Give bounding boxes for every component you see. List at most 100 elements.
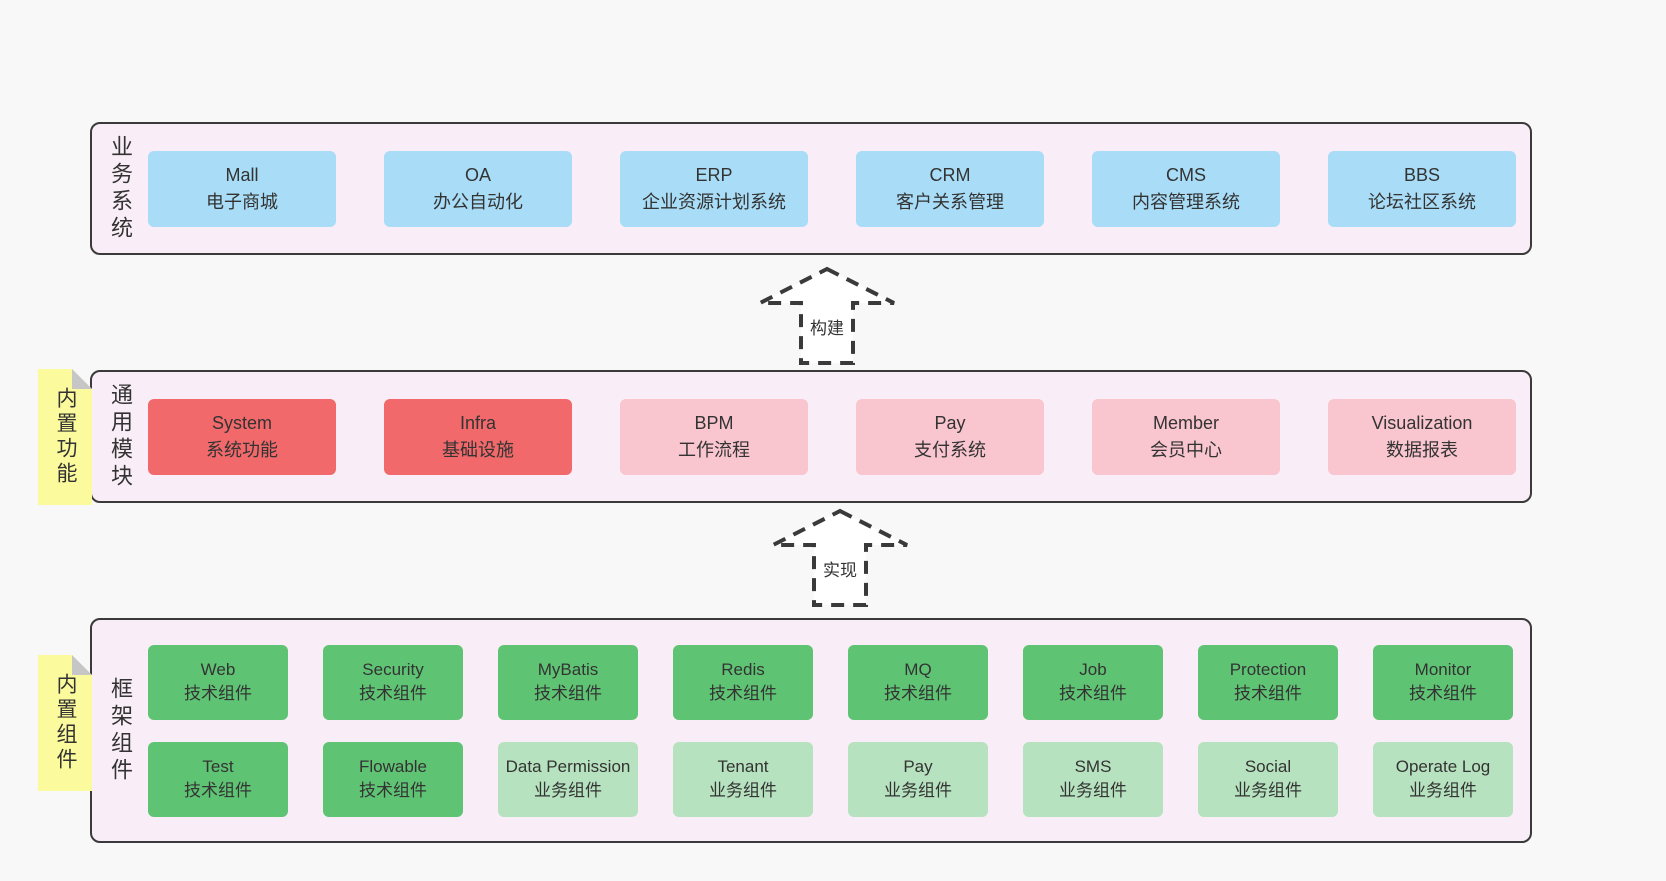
framework-components-grid: Web 技术组件 Security 技术组件 MyBatis 技术组件 Redi… — [148, 620, 1530, 841]
box-bbs: BBS 论坛社区系统 — [1328, 150, 1516, 227]
box-oa: OA 办公自动化 — [384, 150, 572, 227]
box-subtitle: 内容管理系统 — [1132, 191, 1240, 212]
box-pay-component: Pay 业务组件 — [848, 741, 988, 817]
box-subtitle: 业务组件 — [1059, 781, 1127, 800]
box-title: Mall — [225, 165, 259, 186]
arrow-build: 构建 — [757, 266, 897, 366]
arrow-implement-label: 实现 — [819, 555, 861, 582]
box-subtitle: 论坛社区系统 — [1368, 191, 1476, 212]
box-title: Flowable — [358, 757, 428, 777]
box-subtitle: 技术组件 — [1059, 684, 1127, 703]
sticky-note-built-in-components: 内置组件 — [38, 655, 92, 791]
box-subtitle: 系统功能 — [206, 439, 278, 460]
box-title: BBS — [1403, 165, 1441, 186]
box-subtitle: 技术组件 — [1234, 684, 1302, 703]
box-cms: CMS 内容管理系统 — [1092, 150, 1280, 227]
box-test: Test 技术组件 — [148, 741, 288, 817]
box-subtitle: 业务组件 — [1409, 781, 1477, 800]
box-subtitle: 技术组件 — [359, 684, 427, 703]
box-security: Security 技术组件 — [323, 644, 463, 720]
box-subtitle: 技术组件 — [709, 684, 777, 703]
box-title: CRM — [929, 165, 971, 186]
common-modules-grid: System 系统功能 Infra 基础设施 BPM 工作流程 Pay 支付系统… — [148, 372, 1530, 501]
box-subtitle: 业务组件 — [534, 781, 602, 800]
box-title: Test — [202, 757, 234, 777]
box-subtitle: 客户关系管理 — [896, 191, 1004, 212]
box-title: CMS — [1166, 165, 1206, 186]
box-title: ERP — [695, 165, 733, 186]
box-visualization: Visualization 数据报表 — [1328, 398, 1516, 475]
box-title: System — [211, 413, 272, 434]
box-title: Web — [200, 660, 236, 680]
box-title: Pay — [934, 413, 966, 434]
arrow-build-label: 构建 — [806, 313, 848, 340]
box-title: Social — [1244, 757, 1292, 777]
box-pay-module: Pay 支付系统 — [856, 398, 1044, 475]
box-subtitle: 业务组件 — [1234, 781, 1302, 800]
sticky-note-built-in-features: 内置功能 — [38, 369, 92, 505]
band-common-modules: 通用模块 System 系统功能 Infra 基础设施 BPM 工作流程 Pay… — [90, 370, 1532, 503]
box-data-permission: Data Permission 业务组件 — [498, 741, 638, 817]
box-subtitle: 技术组件 — [359, 781, 427, 800]
sticky-fold-icon — [72, 369, 92, 389]
box-system: System 系统功能 — [148, 398, 336, 475]
box-subtitle: 办公自动化 — [433, 191, 523, 212]
box-subtitle: 技术组件 — [534, 684, 602, 703]
box-subtitle: 电子商城 — [206, 191, 278, 212]
box-protection: Protection 技术组件 — [1198, 644, 1338, 720]
box-tenant: Tenant 业务组件 — [673, 741, 813, 817]
box-job: Job 技术组件 — [1023, 644, 1163, 720]
box-title: Job — [1079, 660, 1107, 680]
business-systems-grid: Mall 电子商城 OA 办公自动化 ERP 企业资源计划系统 CRM 客户关系… — [148, 124, 1530, 253]
box-subtitle: 工作流程 — [678, 439, 750, 460]
box-title: Operate Log — [1395, 757, 1491, 777]
box-title: Data Permission — [505, 757, 631, 777]
band-label-framework-components: 框架组件 — [108, 676, 133, 785]
box-subtitle: 业务组件 — [884, 781, 952, 800]
box-title: Tenant — [717, 757, 769, 777]
band-business-systems: 业务系统 Mall 电子商城 OA 办公自动化 ERP 企业资源计划系统 CRM… — [90, 122, 1532, 255]
box-flowable: Flowable 技术组件 — [323, 741, 463, 817]
box-subtitle: 技术组件 — [884, 684, 952, 703]
band-framework-components: 框架组件 Web 技术组件 Security 技术组件 MyBatis 技术组件… — [90, 618, 1532, 843]
box-member: Member 会员中心 — [1092, 398, 1280, 475]
box-infra: Infra 基础设施 — [384, 398, 572, 475]
box-title: Security — [362, 660, 424, 680]
box-bpm: BPM 工作流程 — [620, 398, 808, 475]
box-title: OA — [464, 165, 491, 186]
box-subtitle: 技术组件 — [184, 781, 252, 800]
box-subtitle: 数据报表 — [1386, 439, 1458, 460]
arrow-implement: 实现 — [770, 508, 910, 608]
box-mq: MQ 技术组件 — [848, 644, 988, 720]
box-title: BPM — [694, 413, 734, 434]
box-mall: Mall 电子商城 — [148, 150, 336, 227]
box-monitor: Monitor 技术组件 — [1373, 644, 1513, 720]
box-title: SMS — [1074, 757, 1112, 777]
band-label-common-modules: 通用模块 — [108, 382, 133, 491]
box-subtitle: 业务组件 — [709, 781, 777, 800]
box-subtitle: 支付系统 — [914, 439, 986, 460]
box-operate-log: Operate Log 业务组件 — [1373, 741, 1513, 817]
box-crm: CRM 客户关系管理 — [856, 150, 1044, 227]
box-title: Visualization — [1371, 413, 1473, 434]
box-title: Redis — [721, 660, 765, 680]
box-title: Monitor — [1414, 660, 1472, 680]
box-redis: Redis 技术组件 — [673, 644, 813, 720]
box-subtitle: 技术组件 — [184, 684, 252, 703]
box-subtitle: 技术组件 — [1409, 684, 1477, 703]
box-web: Web 技术组件 — [148, 644, 288, 720]
box-subtitle: 会员中心 — [1150, 439, 1222, 460]
box-title: MQ — [904, 660, 932, 680]
box-title: Member — [1152, 413, 1219, 434]
box-title: Protection — [1229, 660, 1307, 680]
box-title: MyBatis — [537, 660, 599, 680]
box-social: Social 业务组件 — [1198, 741, 1338, 817]
box-mybatis: MyBatis 技术组件 — [498, 644, 638, 720]
box-title: Infra — [459, 413, 497, 434]
sticky-fold-icon — [72, 655, 92, 675]
band-label-business-systems: 业务系统 — [108, 134, 133, 243]
box-sms: SMS 业务组件 — [1023, 741, 1163, 817]
box-subtitle: 基础设施 — [442, 439, 514, 460]
box-erp: ERP 企业资源计划系统 — [620, 150, 808, 227]
